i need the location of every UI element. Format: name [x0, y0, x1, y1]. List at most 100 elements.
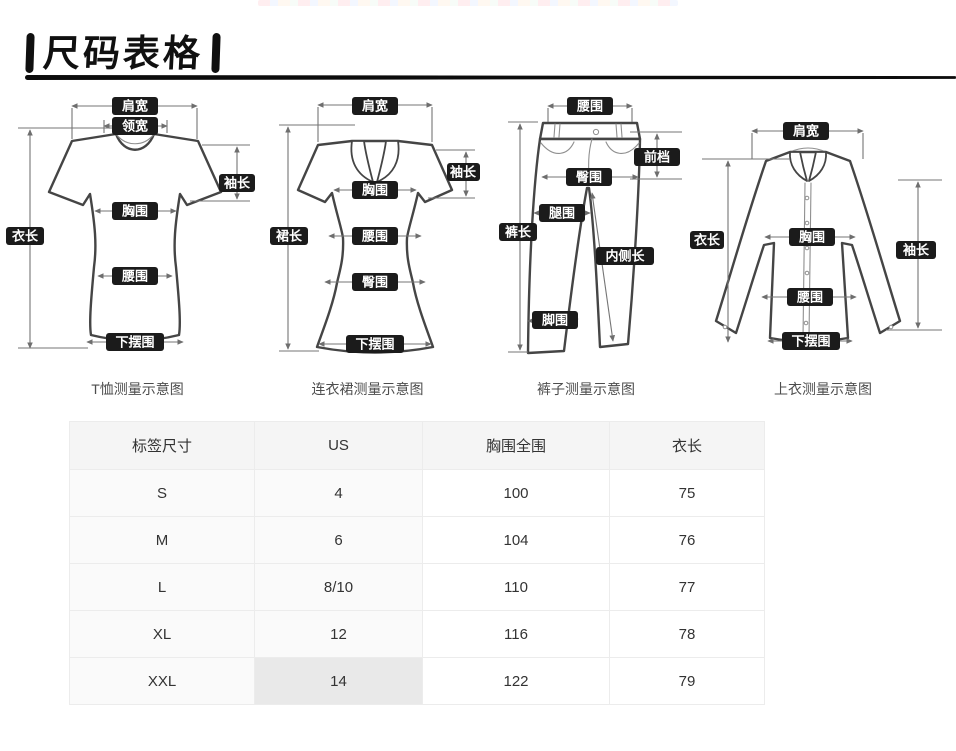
- svg-text:衣长: 衣长: [694, 233, 721, 248]
- svg-text:袖长: 袖长: [903, 243, 930, 258]
- pants-label-thigh: 腿围: [539, 204, 585, 222]
- svg-text:腿围: 腿围: [549, 206, 575, 221]
- svg-text:袖长: 袖长: [450, 165, 477, 180]
- svg-text:肩宽: 肩宽: [362, 99, 388, 114]
- pants-label-inseam: 内侧长: [596, 247, 654, 265]
- header-cell-label-size: 标签尺寸: [69, 421, 255, 470]
- dress-label-shoulder-width: 肩宽: [352, 97, 398, 115]
- title-right-bar-decoration: [211, 32, 221, 74]
- size-row-m: M 6 104 76: [69, 516, 765, 564]
- dress-label-bust: 胸围: [352, 181, 398, 199]
- tshirt-measurement-diagram: 肩宽 领宽 袖长 胸围 衣长 腰围 下摆围: [6, 97, 255, 351]
- svg-text:前档: 前档: [644, 150, 670, 165]
- svg-text:下摆围: 下摆围: [355, 337, 394, 352]
- table-cell: 100: [422, 469, 610, 517]
- pants-label-front-rise: 前档: [634, 148, 680, 166]
- svg-text:臀围: 臀围: [362, 275, 388, 290]
- table-cell: M: [69, 516, 255, 564]
- svg-text:臀围: 臀围: [576, 170, 602, 185]
- dress-outline: [296, 139, 454, 354]
- size-row-l: L 8/10 110 77: [69, 563, 765, 611]
- shirt-label-hem: 下摆围: [782, 332, 840, 350]
- title-underline: [25, 75, 956, 80]
- svg-text:衣长: 衣长: [12, 229, 39, 244]
- table-cell-highlighted: 14: [254, 657, 423, 705]
- size-table: 标签尺寸 US 胸围全围 衣长 S 4 100 75 M 6 104 76 L …: [69, 421, 765, 705]
- shirt-label-waist: 腰围: [787, 288, 833, 306]
- svg-text:领宽: 领宽: [122, 119, 148, 134]
- dress-measurement-diagram: 肩宽 袖长 胸围 裙长 腰围 臀围 下摆围: [270, 97, 480, 354]
- shirt-measurement-diagram: 肩宽 衣长 胸围 袖长 腰围 下摆围: [690, 122, 942, 350]
- dress-label-hem: 下摆围: [346, 335, 404, 353]
- dress-diagram-caption: 连衣裙测量示意图: [311, 381, 424, 397]
- size-row-xl: XL 12 116 78: [69, 610, 765, 658]
- dress-label-skirt-length: 裙长: [270, 227, 308, 245]
- table-cell: XXL: [69, 657, 255, 705]
- svg-text:脚围: 脚围: [542, 313, 568, 328]
- size-row-s: S 4 100 75: [69, 469, 765, 517]
- page-title: 尺码表格: [41, 31, 205, 75]
- tshirt-label-bust: 胸围: [112, 202, 158, 220]
- tshirt-outline: [47, 132, 223, 342]
- dress-label-sleeve-length: 袖长: [447, 163, 480, 181]
- svg-text:胸围: 胸围: [122, 204, 148, 219]
- tshirt-diagram-caption: T恤测量示意图: [91, 381, 184, 397]
- svg-text:肩宽: 肩宽: [793, 124, 819, 139]
- table-cell: 122: [422, 657, 610, 705]
- dress-label-hip: 臀围: [352, 273, 398, 291]
- pants-measurement-diagram: 腰围 前档 臀围 腿围 裤长 内侧长 脚围: [499, 97, 682, 355]
- size-table-header-row: 标签尺寸 US 胸围全围 衣长: [69, 421, 765, 470]
- svg-text:胸围: 胸围: [799, 230, 825, 245]
- svg-text:腰围: 腰围: [796, 290, 823, 305]
- shirt-label-shoulder-width: 肩宽: [783, 122, 829, 140]
- svg-text:肩宽: 肩宽: [122, 99, 148, 114]
- svg-text:腰围: 腰围: [361, 229, 388, 244]
- svg-text:内侧长: 内侧长: [605, 249, 645, 264]
- table-cell: 8/10: [254, 563, 423, 611]
- table-cell: 78: [609, 610, 765, 658]
- tshirt-label-garment-length: 衣长: [6, 227, 44, 245]
- dress-label-waist: 腰围: [352, 227, 398, 245]
- pants-label-ankle: 脚围: [532, 311, 578, 329]
- shirt-label-bust: 胸围: [789, 228, 835, 246]
- pants-label-pants-length: 裤长: [499, 223, 537, 241]
- svg-text:裤长: 裤长: [504, 225, 532, 240]
- table-cell: 116: [422, 610, 610, 658]
- table-cell: 4: [254, 469, 423, 517]
- tshirt-label-sleeve-length: 袖长: [219, 174, 255, 192]
- pants-label-waist: 腰围: [567, 97, 613, 115]
- svg-text:下摆围: 下摆围: [115, 335, 154, 350]
- header-cell-us: US: [254, 421, 423, 470]
- svg-text:裙长: 裙长: [276, 229, 303, 244]
- svg-text:腰围: 腰围: [576, 99, 603, 114]
- shirt-label-garment-length: 衣长: [690, 231, 724, 249]
- size-row-xxl: XXL 14 122 79: [69, 657, 765, 705]
- table-cell: L: [69, 563, 255, 611]
- table-cell: S: [69, 469, 255, 517]
- table-cell: 76: [609, 516, 765, 564]
- shirt-diagram-caption: 上衣测量示意图: [774, 381, 872, 397]
- svg-text:下摆围: 下摆围: [791, 334, 830, 349]
- svg-text:腰围: 腰围: [121, 269, 148, 284]
- tshirt-label-neck-width: 领宽: [112, 117, 158, 135]
- table-cell: 77: [609, 563, 765, 611]
- tshirt-label-hem: 下摆围: [106, 333, 164, 351]
- shirt-label-sleeve-length: 袖长: [896, 241, 936, 259]
- header-cell-length: 衣长: [609, 421, 765, 470]
- table-cell: 104: [422, 516, 610, 564]
- header-cell-bust: 胸围全围: [422, 421, 610, 470]
- pants-label-hip: 臀围: [566, 168, 612, 186]
- table-cell: 110: [422, 563, 610, 611]
- table-cell: 79: [609, 657, 765, 705]
- table-cell: 6: [254, 516, 423, 564]
- tshirt-label-waist: 腰围: [112, 267, 158, 285]
- table-cell: 75: [609, 469, 765, 517]
- table-cell: 12: [254, 610, 423, 658]
- title-left-bar-decoration: [25, 32, 35, 74]
- cropped-banner-remnant: [258, 0, 678, 6]
- tshirt-label-shoulder-width: 肩宽: [112, 97, 158, 115]
- svg-text:胸围: 胸围: [362, 183, 388, 198]
- table-cell: XL: [69, 610, 255, 658]
- pants-diagram-caption: 裤子测量示意图: [537, 381, 635, 397]
- section-title: 尺码表格: [25, 31, 221, 75]
